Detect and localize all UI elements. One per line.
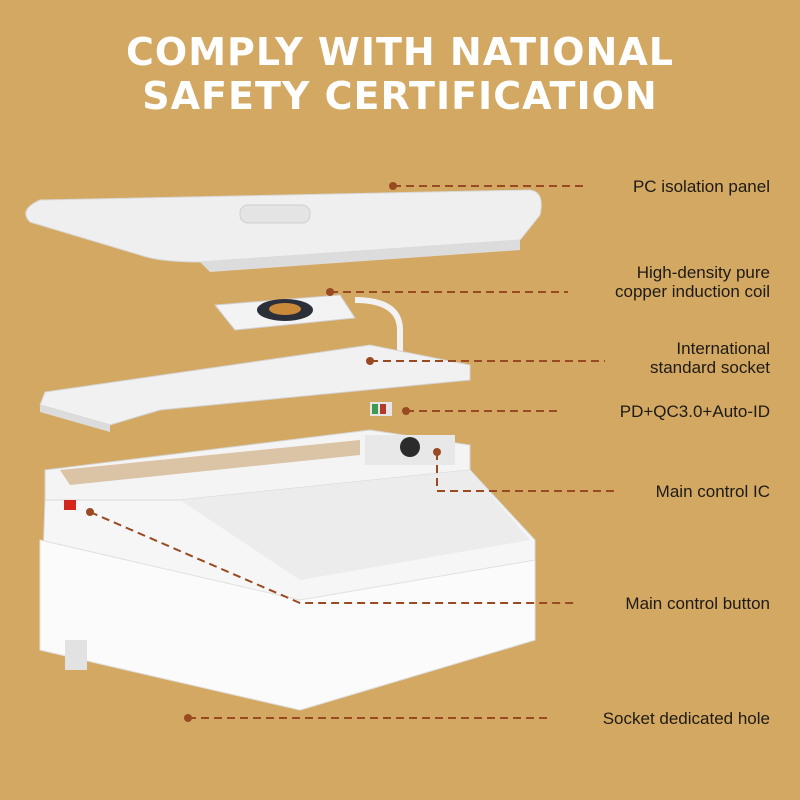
callout-line: High-density pure xyxy=(636,263,770,282)
leader-dots xyxy=(86,182,441,722)
callout-main-control-ic: Main control IC xyxy=(655,482,770,501)
callout-line: International xyxy=(676,339,770,358)
headline-line-2: SAFETY CERTIFICATION xyxy=(142,74,658,118)
callout-induction-coil: High-density pure copper induction coil xyxy=(615,263,770,301)
induction-coil-module xyxy=(214,294,403,370)
base-box xyxy=(39,429,536,711)
headline: COMPLY WITH NATIONAL SAFETY CERTIFICATIO… xyxy=(0,30,800,118)
socket-board xyxy=(39,344,471,432)
pd-qc-module xyxy=(370,402,392,416)
callout-main-control-button: Main control button xyxy=(625,594,770,613)
leader-lines xyxy=(89,185,615,719)
headline-line-1: COMPLY WITH NATIONAL xyxy=(126,30,674,74)
pc-isolation-panel xyxy=(25,189,542,272)
callout-pc-isolation-panel: PC isolation panel xyxy=(632,177,770,196)
callout-line: standard socket xyxy=(649,358,770,377)
callout-socket-hole: Socket dedicated hole xyxy=(602,709,770,728)
callout-line: copper induction coil xyxy=(615,282,770,301)
callout-pd-qc: PD+QC3.0+Auto-ID xyxy=(619,402,770,421)
callout-international-socket: International standard socket xyxy=(650,339,770,377)
